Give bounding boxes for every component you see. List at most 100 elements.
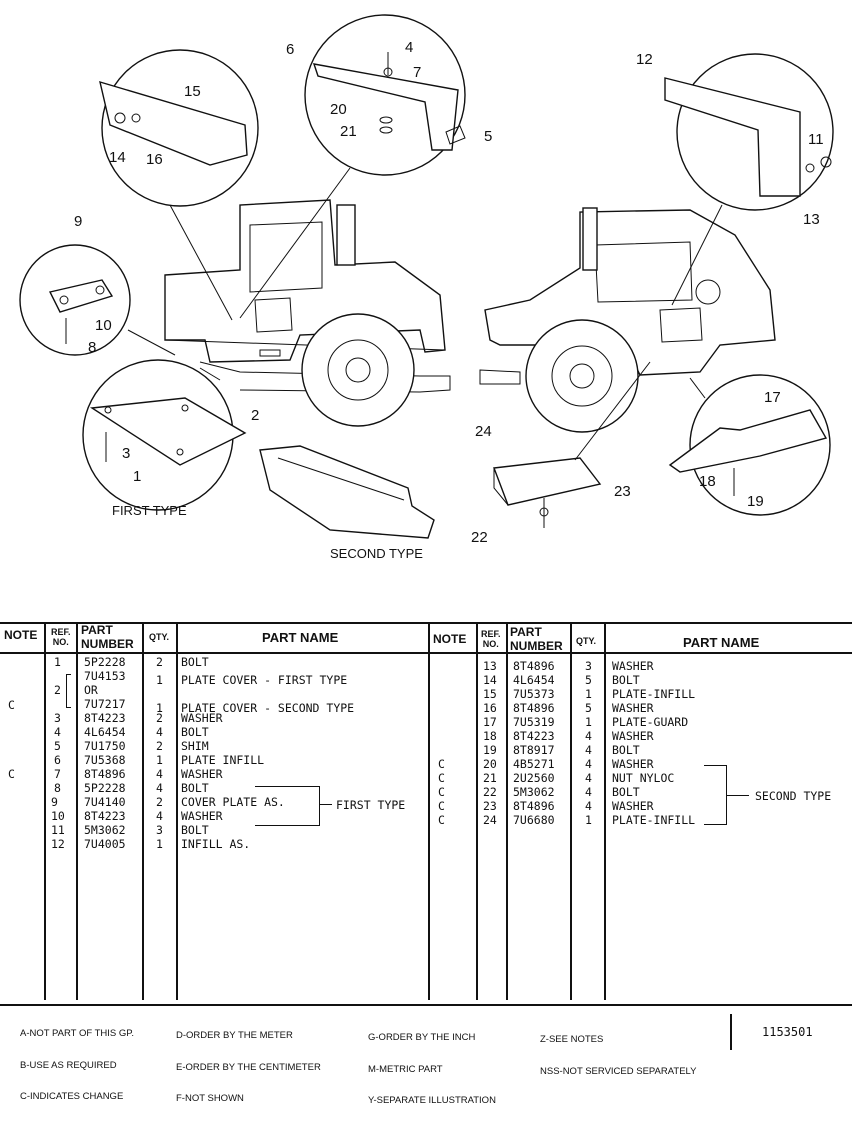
right-row-9-ref: 22 bbox=[483, 785, 497, 799]
callout-6: 6 bbox=[286, 41, 294, 58]
left-ref-2-brace bbox=[66, 674, 71, 708]
right-row-8-qty: 4 bbox=[585, 771, 592, 785]
left-row-6-name: SHIM bbox=[181, 739, 209, 753]
header-ref-no-line1: REF. bbox=[51, 627, 71, 637]
second-type-cover-plate bbox=[259, 445, 435, 539]
left-row-11-ref: 10 bbox=[51, 809, 65, 823]
left-row-3-note: C bbox=[8, 698, 15, 712]
callout-13: 13 bbox=[803, 211, 820, 228]
legend-col-1: A-NOT PART OF THIS GP. B-USE AS REQUIRED… bbox=[20, 1008, 134, 1124]
header-ref-no-line2: NO. bbox=[52, 637, 69, 647]
left-row-13-qty: 1 bbox=[156, 837, 163, 851]
legend-col-3: G-ORDER BY THE INCH M-METRIC PART Y-SEPA… bbox=[368, 1012, 496, 1128]
right-row-2-ref: 15 bbox=[483, 687, 497, 701]
right-row-2-name: PLATE-INFILL bbox=[612, 687, 696, 701]
detail-circle-plate-guard bbox=[668, 374, 831, 516]
callout-10: 10 bbox=[95, 317, 112, 334]
header-part-number-right-line2: NUMBER bbox=[510, 639, 563, 653]
detail-circle-infill-plate bbox=[99, 49, 259, 321]
callout-23: 23 bbox=[614, 483, 631, 500]
right-row-4-qty: 1 bbox=[585, 715, 592, 729]
right-row-4-ref: 17 bbox=[483, 715, 497, 729]
left-row-0-qty: 2 bbox=[156, 655, 163, 669]
header-qty-right: QTY. bbox=[576, 636, 597, 646]
callout-5: 5 bbox=[484, 128, 492, 145]
parts-table: NOTE REF. NO. PART NUMBER QTY. PART NAME… bbox=[0, 622, 852, 1000]
left-row-3-name: PLATE COVER - SECOND TYPE bbox=[181, 701, 355, 715]
callout-22: 22 bbox=[471, 529, 488, 546]
right-row-7-name: WASHER bbox=[612, 757, 654, 771]
detail-circle-rear-infill bbox=[664, 53, 834, 306]
left-row-1-part: 7U4153 bbox=[84, 669, 126, 683]
left-row-12-qty: 3 bbox=[156, 823, 163, 837]
vehicle-left-view bbox=[164, 199, 451, 427]
callout-11: 11 bbox=[808, 131, 824, 148]
callout-21: 21 bbox=[340, 123, 357, 140]
right-row-3-part: 8T4896 bbox=[513, 701, 555, 715]
left-row-12-part: 5M3062 bbox=[84, 823, 126, 837]
right-row-6-part: 8T8917 bbox=[513, 743, 555, 757]
legend-footer: A-NOT PART OF THIS GP. B-USE AS REQUIRED… bbox=[0, 1000, 852, 1106]
right-row-5-qty: 4 bbox=[585, 729, 592, 743]
right-row-10-part: 8T4896 bbox=[513, 799, 555, 813]
callout-19: 19 bbox=[747, 493, 764, 510]
right-row-6-name: BOLT bbox=[612, 743, 640, 757]
right-row-3-name: WASHER bbox=[612, 701, 654, 715]
left-row-3-part: 7U7217 bbox=[84, 697, 126, 711]
right-row-4-part: 7U5319 bbox=[513, 715, 555, 729]
right-row-0-qty: 3 bbox=[585, 659, 592, 673]
right-row-9-note: C bbox=[438, 785, 445, 799]
left-row-10-ref: 9 bbox=[51, 795, 58, 809]
left-row-7-part: 7U5368 bbox=[84, 753, 126, 767]
first-type-bracket bbox=[255, 786, 320, 826]
left-row-3-qty: 1 bbox=[156, 701, 163, 715]
callout-7: 7 bbox=[413, 64, 421, 81]
right-row-0-ref: 13 bbox=[483, 659, 497, 673]
header-part-number: PART NUMBER bbox=[81, 623, 134, 651]
detail-circle-top-infill bbox=[239, 14, 466, 319]
header-ref-no-right-line1: REF. bbox=[481, 629, 501, 639]
first-type-bracket-tick bbox=[320, 804, 332, 806]
left-row-2-part: OR bbox=[84, 683, 98, 697]
header-part-number-right-line1: PART bbox=[510, 625, 542, 639]
legend-c: C-INDICATES CHANGE bbox=[20, 1091, 124, 1102]
legend-a: A-NOT PART OF THIS GP. bbox=[20, 1028, 135, 1039]
right-row-10-qty: 4 bbox=[585, 799, 592, 813]
right-row-2-qty: 1 bbox=[585, 687, 592, 701]
callout-9: 9 bbox=[74, 213, 82, 230]
left-row-5-part: 4L6454 bbox=[84, 725, 126, 739]
legend-z: Z-SEE NOTES bbox=[540, 1034, 604, 1045]
left-row-8-note: C bbox=[8, 767, 15, 781]
header-ref-no-right-line2: NO. bbox=[482, 639, 499, 649]
left-row-8-qty: 4 bbox=[156, 767, 163, 781]
left-row-13-part: 7U4005 bbox=[84, 837, 126, 851]
left-row-11-name: WASHER bbox=[181, 809, 223, 823]
right-row-8-ref: 21 bbox=[483, 771, 497, 785]
header-part-name: PART NAME bbox=[262, 630, 339, 645]
right-row-0-part: 8T4896 bbox=[513, 659, 555, 673]
left-row-12-name: BOLT bbox=[181, 823, 209, 837]
legend-f: F-NOT SHOWN bbox=[176, 1093, 244, 1104]
right-row-11-name: PLATE-INFILL bbox=[612, 813, 696, 827]
right-row-9-name: BOLT bbox=[612, 785, 640, 799]
left-row-5-name: BOLT bbox=[181, 725, 209, 739]
callout-3: 3 bbox=[122, 445, 130, 462]
detail-circle-cover-plate bbox=[19, 244, 176, 356]
left-row-4-ref: 3 bbox=[54, 711, 61, 725]
legend-m: M-METRIC PART bbox=[368, 1063, 443, 1075]
callout-2: 2 bbox=[251, 407, 259, 424]
right-row-11-qty: 1 bbox=[585, 813, 592, 827]
right-row-11-ref: 24 bbox=[483, 813, 497, 827]
callout-4: 4 bbox=[405, 39, 413, 56]
right-row-9-part: 5M3062 bbox=[513, 785, 555, 799]
left-row-9-ref: 8 bbox=[54, 781, 61, 795]
right-row-5-name: WASHER bbox=[612, 729, 654, 743]
right-row-7-note: C bbox=[438, 757, 445, 771]
legend-e: E-ORDER BY THE CENTIMETER bbox=[176, 1061, 321, 1073]
left-row-7-ref: 6 bbox=[54, 753, 61, 767]
left-row-8-name: WASHER bbox=[181, 767, 223, 781]
right-row-2-part: 7U5373 bbox=[513, 687, 555, 701]
callout-16: 16 bbox=[146, 151, 163, 168]
left-row-6-qty: 2 bbox=[156, 739, 163, 753]
second-type-bracket bbox=[704, 765, 727, 825]
